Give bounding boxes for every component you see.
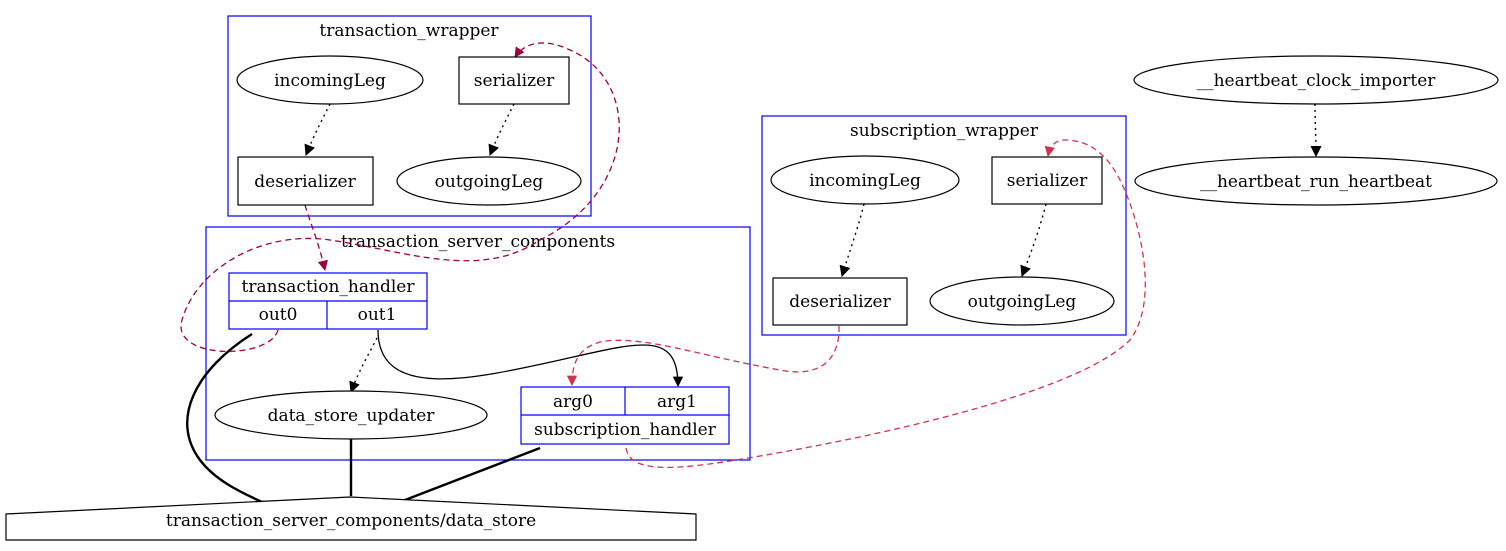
port-out0[interactable]: out0 <box>259 305 298 325</box>
subscription-handler-title: subscription_handler <box>534 420 717 440</box>
node-label: __heartbeat_clock_importer <box>1197 71 1437 91</box>
cluster-transaction-wrapper: transaction_wrapper <box>227 15 592 217</box>
edge-sw-incoming-deserializer <box>839 203 865 278</box>
node-sw-outgoing-leg[interactable]: outgoingLeg <box>929 276 1115 326</box>
node-label: incomingLeg <box>274 71 386 91</box>
node-tw-incoming-leg[interactable]: incomingLeg <box>236 55 424 105</box>
node-label: serializer <box>1007 171 1088 191</box>
port-out1[interactable]: out1 <box>358 305 397 325</box>
edge-out0-tw-serializer <box>180 42 620 352</box>
cluster-label: transaction_server_components <box>341 232 615 252</box>
edge-out0-data-store <box>186 332 263 504</box>
cluster-transaction-server-components: transaction_server_components <box>205 226 751 461</box>
node-transaction-handler[interactable]: transaction_handler out0 out1 <box>228 272 428 330</box>
cluster-label: transaction_wrapper <box>319 21 499 41</box>
cluster-subscription-wrapper: subscription_wrapper <box>761 115 1127 336</box>
node-label: incomingLeg <box>809 171 921 191</box>
edge-out1-data-store-updater <box>349 337 378 394</box>
node-label: __heartbeat_run_heartbeat <box>1200 172 1432 192</box>
edge-tw-incoming-deserializer <box>304 103 331 157</box>
port-arg1[interactable]: arg1 <box>657 392 697 412</box>
cluster-label: subscription_wrapper <box>850 121 1039 141</box>
node-sw-deserializer[interactable]: deserializer <box>772 277 908 326</box>
edge-sw-serializer-outgoing <box>1020 203 1047 278</box>
node-label: deserializer <box>789 292 891 312</box>
node-subscription-handler[interactable]: arg0 arg1 subscription_handler <box>520 386 730 445</box>
node-label: deserializer <box>254 172 356 192</box>
node-tw-outgoing-leg[interactable]: outgoingLeg <box>396 156 582 206</box>
node-tw-serializer[interactable]: serializer <box>458 56 570 105</box>
node-heartbeat-run-heartbeat[interactable]: __heartbeat_run_heartbeat <box>1134 156 1498 206</box>
edge-subscription-handler-sw-serializer <box>625 139 1146 469</box>
node-data-store[interactable]: transaction_server_components/data_store <box>5 496 697 541</box>
node-label: outgoingLeg <box>435 172 544 192</box>
node-label: serializer <box>474 71 555 91</box>
node-sw-incoming-leg[interactable]: incomingLeg <box>770 155 960 205</box>
edge-out1-arg1 <box>377 329 684 388</box>
node-label: transaction_server_components/data_store <box>166 511 536 531</box>
node-label: data_store_updater <box>268 406 436 426</box>
transaction-handler-title: transaction_handler <box>242 277 416 297</box>
node-label: outgoingLeg <box>968 292 1077 312</box>
port-arg0[interactable]: arg0 <box>553 392 593 412</box>
node-heartbeat-clock-importer[interactable]: __heartbeat_clock_importer <box>1133 55 1499 105</box>
node-data-store-updater[interactable]: data_store_updater <box>214 390 488 440</box>
edge-sw-deserializer-arg0 <box>566 325 840 387</box>
node-tw-deserializer[interactable]: deserializer <box>237 156 374 206</box>
edge-subscription-data-store <box>404 446 541 502</box>
edge-heartbeat <box>1310 103 1322 158</box>
edge-deserializer-transaction-handler <box>304 204 328 272</box>
node-sw-serializer[interactable]: serializer <box>991 156 1103 205</box>
edge-tw-serializer-outgoing <box>488 103 515 157</box>
